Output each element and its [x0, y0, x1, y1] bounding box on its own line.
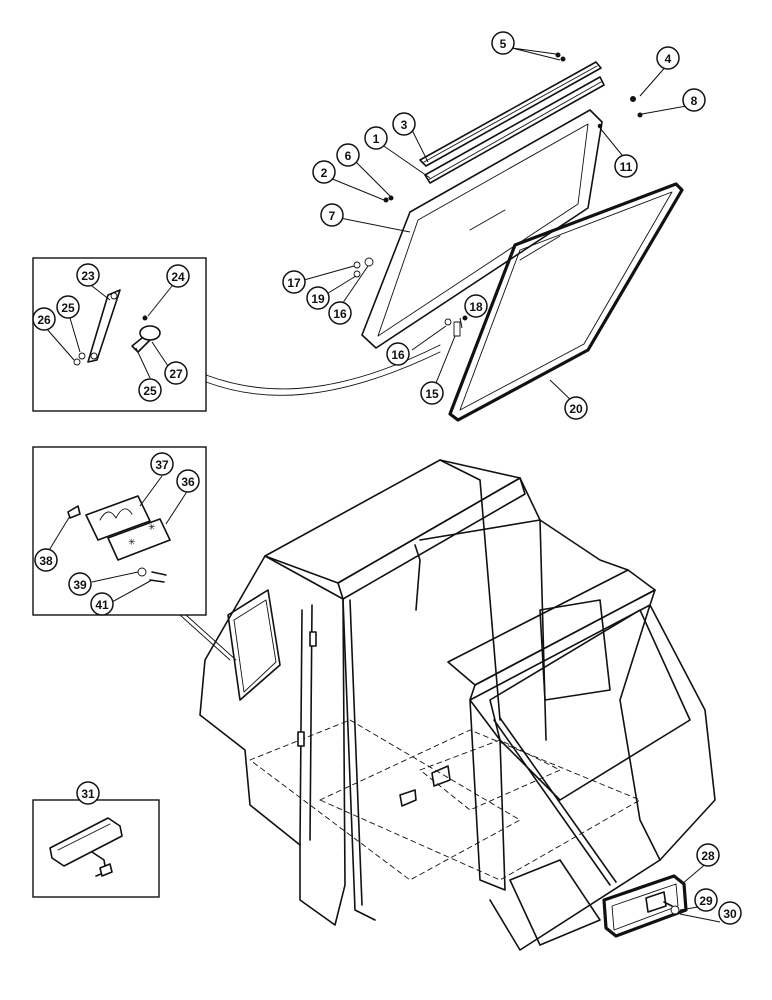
- callout-27: 27: [164, 361, 188, 385]
- callout-5: 5: [491, 31, 515, 55]
- callout-29: 29: [694, 888, 718, 912]
- inset-hinge-box: ✳ ✳: [32, 446, 237, 661]
- callout-label: 25: [61, 301, 75, 315]
- callout-label: 4: [665, 52, 672, 66]
- callout-20: 20: [564, 396, 588, 420]
- callout-label: 24: [171, 270, 185, 284]
- mirror-assembly: [602, 874, 688, 938]
- callout-label: 23: [81, 269, 95, 283]
- callout-23: 23: [76, 263, 100, 287]
- callout-17: 17: [282, 270, 306, 294]
- callout-2: 2: [312, 160, 336, 184]
- callout-label: 31: [81, 787, 95, 801]
- callout-label: 27: [169, 367, 183, 381]
- callout-37: 37: [150, 452, 174, 476]
- callout-1: 1: [364, 126, 388, 150]
- window-assembly: [353, 52, 684, 422]
- callout-15: 15: [420, 381, 444, 405]
- callout-39: 39: [68, 572, 92, 596]
- callout-label: 29: [699, 894, 713, 908]
- callout-16-lower: 16: [386, 342, 410, 366]
- callout-label: 41: [95, 598, 109, 612]
- callout-25-upper: 25: [56, 295, 80, 319]
- callout-label: 15: [425, 387, 439, 401]
- cab-body: [199, 459, 716, 951]
- callout-label: 11: [620, 160, 633, 174]
- callout-label: 16: [333, 307, 347, 321]
- callout-label: 16: [391, 348, 405, 362]
- callout-6: 6: [336, 143, 360, 167]
- callout-label: 30: [723, 907, 737, 921]
- callout-label: 20: [569, 402, 583, 416]
- callout-41: 41: [90, 592, 114, 616]
- callout-label: 7: [329, 209, 336, 223]
- callout-label: 6: [345, 149, 352, 163]
- callout-7: 7: [320, 203, 344, 227]
- callout-18: 18: [464, 294, 488, 318]
- svg-text:✳: ✳: [128, 537, 136, 547]
- callout-28: 28: [696, 843, 720, 867]
- callout-label: 19: [311, 292, 325, 306]
- callout-16-upper: 16: [328, 301, 352, 325]
- callout-label: 1: [373, 132, 380, 146]
- callout-label: 17: [287, 276, 301, 290]
- callout-3: 3: [392, 112, 416, 136]
- inset-mirror-box: [32, 799, 160, 898]
- callout-24: 24: [166, 264, 190, 288]
- callout-label: 3: [401, 118, 408, 132]
- callout-38: 38: [34, 548, 58, 572]
- svg-text:✳: ✳: [148, 522, 156, 532]
- callout-label: 28: [701, 849, 715, 863]
- callout-30: 30: [718, 901, 742, 925]
- callout-label: 38: [39, 554, 53, 568]
- callout-11: 11: [614, 154, 638, 178]
- callout-label: 5: [500, 37, 507, 51]
- callout-4: 4: [656, 46, 680, 70]
- callout-25-lower: 25: [138, 378, 162, 402]
- callout-31: 31: [76, 781, 100, 805]
- callout-label: 36: [181, 475, 195, 489]
- callout-label: 25: [143, 384, 157, 398]
- callout-label: 8: [691, 94, 698, 108]
- callout-26: 26: [32, 307, 56, 331]
- callout-label: 2: [321, 166, 328, 180]
- callout-19: 19: [306, 286, 330, 310]
- callout-36: 36: [176, 469, 200, 493]
- callout-label: 37: [155, 458, 169, 472]
- callout-label: 18: [469, 300, 483, 314]
- callout-8: 8: [682, 88, 706, 112]
- callout-label: 39: [73, 578, 87, 592]
- callout-label: 26: [37, 313, 51, 327]
